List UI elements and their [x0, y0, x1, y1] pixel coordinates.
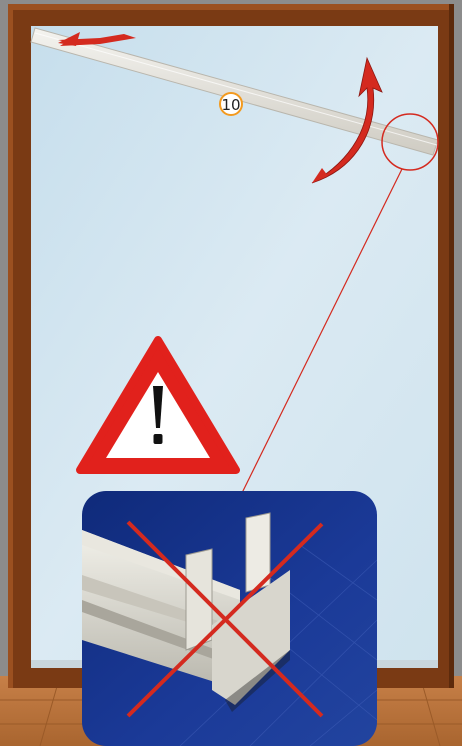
step-number: 10: [221, 96, 240, 114]
inset-photo: [82, 491, 377, 746]
step-number-badge: 10: [220, 93, 242, 115]
